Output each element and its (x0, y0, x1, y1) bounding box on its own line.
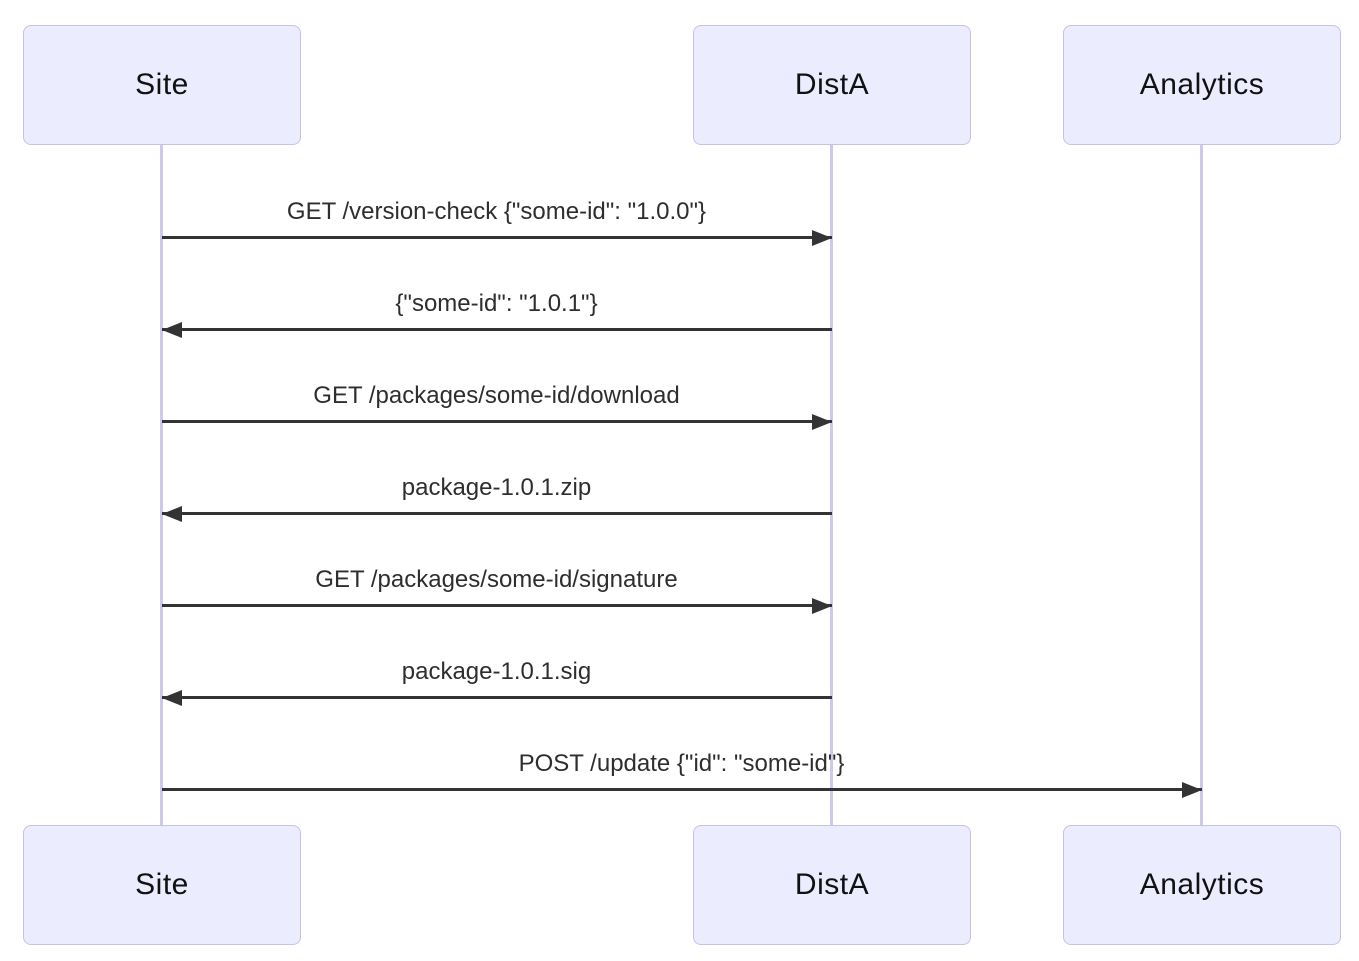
message-label-4: package-1.0.1.zip (401, 474, 592, 501)
message-line-1 (161, 229, 832, 246)
actor-label-dista-bottom: DistA (794, 868, 870, 901)
arrowhead-right-icon (1181, 781, 1202, 798)
message-line-7 (161, 781, 1202, 798)
actor-box-site-top: Site (23, 25, 301, 145)
actor-label-analytics-top: Analytics (1139, 68, 1265, 101)
message-label-7: POST /update {"id": "some-id"} (518, 750, 845, 777)
arrowhead-right-icon (811, 597, 832, 614)
message-line-5 (161, 597, 832, 614)
arrowhead-left-icon (161, 505, 182, 522)
message-line-2 (161, 321, 832, 338)
arrowhead-right-icon (811, 229, 832, 246)
message-line-3 (161, 413, 832, 430)
actor-box-dista-top: DistA (693, 25, 971, 145)
message-line-6 (161, 689, 832, 706)
actor-box-dista-bottom: DistA (693, 825, 971, 945)
actor-label-site-bottom: Site (135, 868, 189, 901)
message-line-4 (161, 505, 832, 522)
message-label-1: GET /version-check {"some-id": "1.0.0"} (286, 198, 707, 225)
actor-box-analytics-bottom: Analytics (1063, 825, 1341, 945)
actor-box-analytics-top: Analytics (1063, 25, 1341, 145)
arrowhead-left-icon (161, 689, 182, 706)
arrowhead-right-icon (811, 413, 832, 430)
actor-label-analytics-bottom: Analytics (1139, 868, 1265, 901)
message-label-2: {"some-id": "1.0.1"} (395, 290, 598, 317)
actor-label-site-top: Site (135, 68, 189, 101)
lifeline-site (160, 145, 163, 825)
actor-box-site-bottom: Site (23, 825, 301, 945)
message-label-6: package-1.0.1.sig (401, 658, 592, 685)
message-label-3: GET /packages/some-id/download (313, 382, 680, 409)
message-label-5: GET /packages/some-id/signature (315, 566, 678, 593)
actor-label-dista-top: DistA (794, 68, 870, 101)
arrowhead-left-icon (161, 321, 182, 338)
lifeline-dista (830, 145, 833, 825)
lifeline-analytics (1200, 145, 1203, 825)
